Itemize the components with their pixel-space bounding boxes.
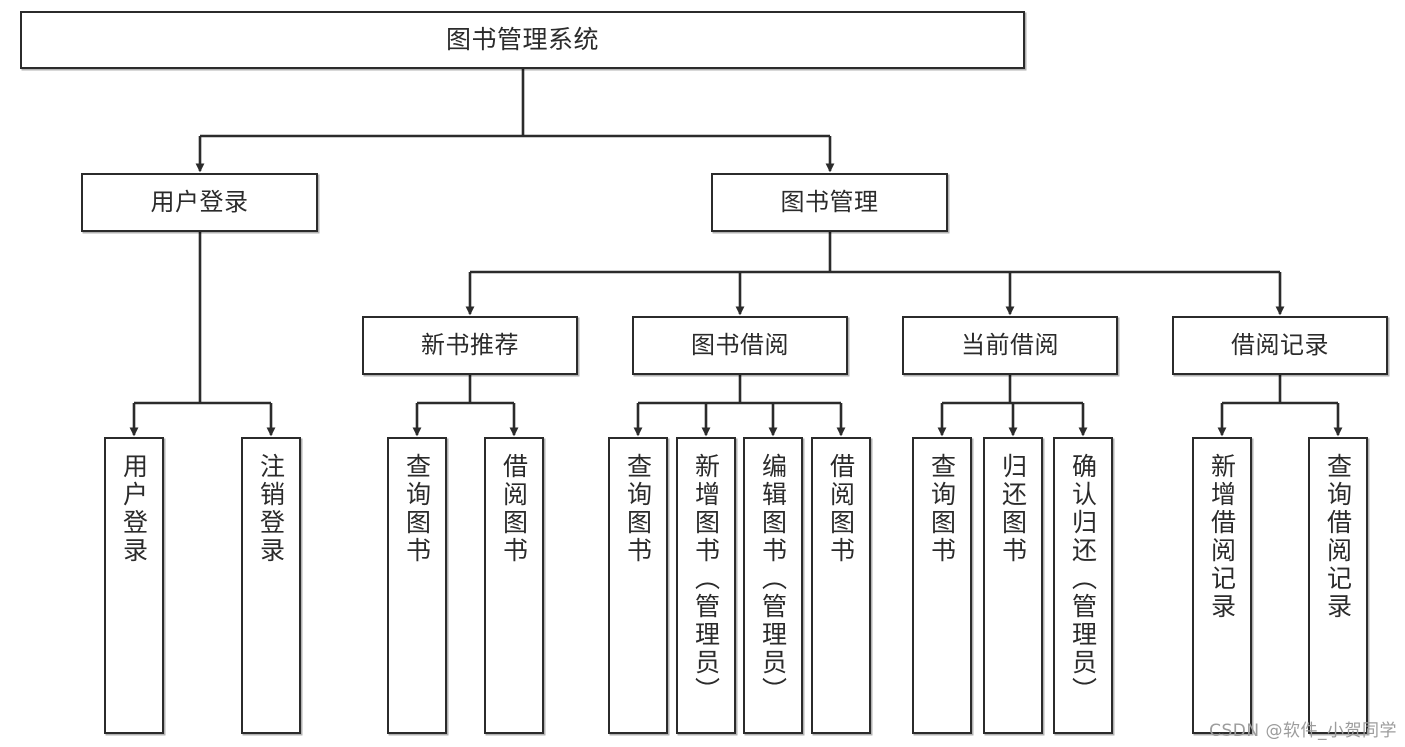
node-newbooks[interactable]: 新书推荐 — [362, 316, 578, 375]
node-label: 查询图书 — [402, 453, 432, 565]
node-label: 图书管理 — [780, 188, 879, 217]
node-label: 编辑图书（管理员） — [758, 453, 788, 705]
node-leaf-rec-2[interactable]: 查询借阅记录 — [1308, 437, 1368, 734]
node-leaf-borrow-3[interactable]: 编辑图书（管理员） — [743, 437, 803, 734]
node-leaf-login-2[interactable]: 注销登录 — [241, 437, 301, 734]
node-records[interactable]: 借阅记录 — [1172, 316, 1388, 375]
node-label: 借阅图书 — [499, 453, 529, 565]
node-leaf-login-1[interactable]: 用户登录 — [104, 437, 164, 734]
node-leaf-cur-1[interactable]: 查询图书 — [912, 437, 972, 734]
node-leaf-cur-3[interactable]: 确认归还（管理员） — [1053, 437, 1113, 734]
node-label: 查询图书 — [927, 453, 957, 565]
node-label: 归还图书 — [998, 453, 1028, 565]
node-leaf-borrow-2[interactable]: 新增图书（管理员） — [676, 437, 736, 734]
node-label: 图书借阅 — [691, 331, 789, 360]
node-label: 借阅图书 — [826, 453, 856, 565]
node-current[interactable]: 当前借阅 — [902, 316, 1118, 375]
node-label: 查询借阅记录 — [1323, 453, 1353, 621]
node-leaf-rec-1[interactable]: 新增借阅记录 — [1192, 437, 1252, 734]
node-label: 确认归还（管理员） — [1068, 453, 1098, 705]
node-label: 新增图书（管理员） — [691, 453, 721, 705]
node-label: 图书管理系统 — [445, 25, 599, 55]
node-leaf-new-2[interactable]: 借阅图书 — [484, 437, 544, 734]
node-label: 新增借阅记录 — [1207, 453, 1237, 621]
node-leaf-new-1[interactable]: 查询图书 — [387, 437, 447, 734]
node-label: 新书推荐 — [421, 331, 519, 360]
node-root[interactable]: 图书管理系统 — [20, 11, 1025, 69]
node-label: 借阅记录 — [1231, 331, 1329, 360]
node-bookmgmt[interactable]: 图书管理 — [711, 173, 948, 232]
node-leaf-borrow-1[interactable]: 查询图书 — [608, 437, 668, 734]
node-label: 用户登录 — [119, 453, 149, 565]
node-leaf-borrow-4[interactable]: 借阅图书 — [811, 437, 871, 734]
node-login[interactable]: 用户登录 — [81, 173, 318, 232]
node-label: 注销登录 — [256, 453, 286, 565]
node-borrow[interactable]: 图书借阅 — [632, 316, 848, 375]
watermark-text: CSDN @软件_小贺同学 — [1209, 721, 1397, 741]
node-label: 当前借阅 — [961, 331, 1059, 360]
node-leaf-cur-2[interactable]: 归还图书 — [983, 437, 1043, 734]
node-label: 查询图书 — [623, 453, 653, 565]
node-label: 用户登录 — [150, 188, 249, 217]
